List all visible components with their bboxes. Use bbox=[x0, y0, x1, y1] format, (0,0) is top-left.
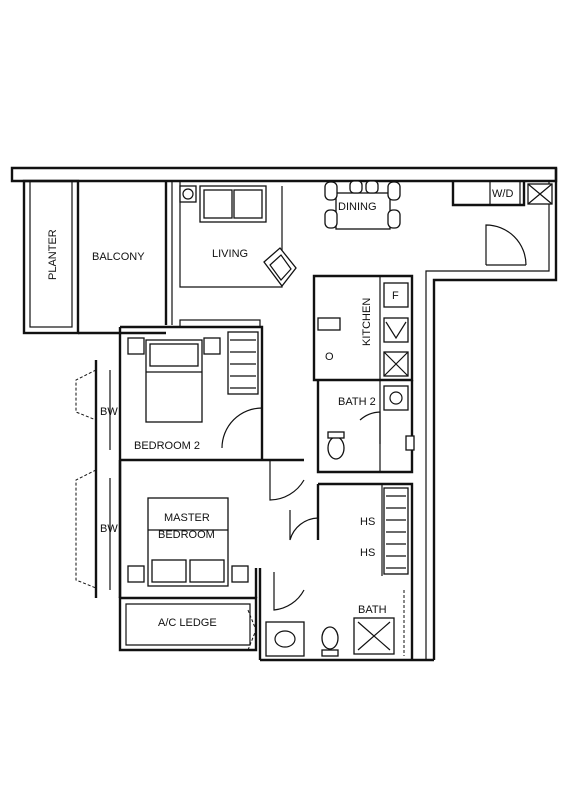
bay-windows bbox=[75, 369, 257, 651]
bed-icon bbox=[127, 337, 221, 423]
dining-set-icon bbox=[324, 180, 401, 230]
kitchen-label: KITCHEN bbox=[361, 298, 373, 346]
fridge-label: F bbox=[392, 290, 399, 302]
master-bedroom-area bbox=[118, 460, 305, 598]
bath-label: BATH bbox=[358, 604, 387, 616]
master-toilet-icon bbox=[321, 626, 339, 657]
side-table-icon bbox=[179, 185, 197, 203]
bedroom-2-label: BEDROOM 2 bbox=[134, 440, 200, 452]
basin-icon bbox=[265, 621, 305, 657]
service-yard bbox=[451, 180, 553, 207]
living-label: LIVING bbox=[212, 248, 248, 260]
hs-wardrobe-icon bbox=[383, 487, 409, 575]
outer-walls bbox=[10, 166, 558, 662]
toilet-icon bbox=[327, 431, 345, 460]
armchair-icon bbox=[263, 247, 297, 288]
bedroom-2-area bbox=[120, 319, 304, 462]
bath-2-label: BATH 2 bbox=[338, 396, 376, 408]
bath-2-area bbox=[316, 380, 415, 474]
master-label-line1: MASTER bbox=[164, 512, 210, 524]
hs-label-2: HS bbox=[360, 547, 375, 559]
master-bath-area bbox=[265, 482, 414, 660]
wd-label: W/D bbox=[492, 188, 513, 200]
sofa-icon bbox=[199, 185, 267, 223]
planter-label: PLANTER bbox=[47, 229, 59, 280]
bw-label-1: BW bbox=[100, 406, 118, 418]
master-bed-icon bbox=[127, 497, 249, 587]
bw-label-2: BW bbox=[100, 523, 118, 535]
entrance-door-icon bbox=[485, 224, 527, 266]
ac-ledge-label: A/C LEDGE bbox=[158, 617, 217, 629]
balcony-area bbox=[22, 179, 173, 335]
wardrobe-icon bbox=[227, 331, 259, 395]
master-label-line2: BEDROOM bbox=[158, 529, 215, 541]
dining-label: DINING bbox=[338, 201, 377, 213]
living-area bbox=[179, 181, 297, 288]
oven-label: O bbox=[325, 351, 334, 363]
hs-label-1: HS bbox=[360, 516, 375, 528]
balcony-label: BALCONY bbox=[92, 251, 145, 263]
kitchen-area bbox=[312, 274, 414, 382]
